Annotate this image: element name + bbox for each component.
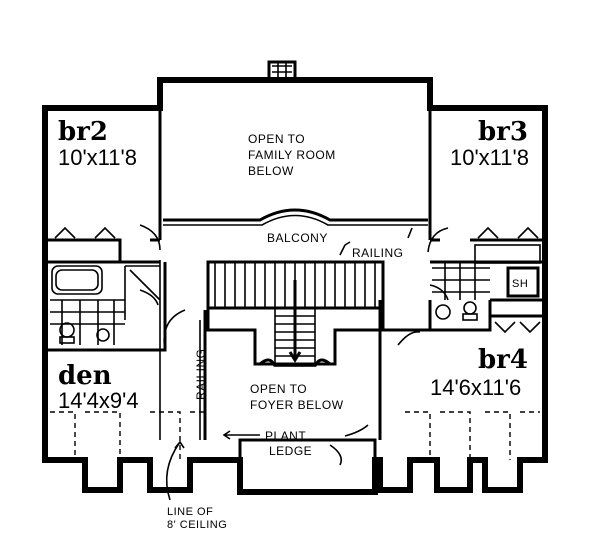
ceiling-label-1: LINE OF xyxy=(167,506,213,518)
railing-left-label: RAILING xyxy=(194,348,208,400)
foyer-opening xyxy=(199,300,382,462)
balcony-label: BALCONY xyxy=(267,231,328,245)
ceiling-label-2: 8' CEILING xyxy=(167,519,227,531)
den-walls xyxy=(48,309,186,352)
foyer-label-1: OPEN TO xyxy=(250,382,307,396)
br3-title: br3 xyxy=(478,117,528,147)
bay-windows xyxy=(50,411,540,460)
open-to-family-room xyxy=(163,208,428,226)
plant-ledge-label-2: LEDGE xyxy=(269,444,312,458)
foyer-label-2: FOYER BELOW xyxy=(250,398,344,412)
br4-title: br4 xyxy=(478,345,528,375)
family-room-label-1: OPEN TO xyxy=(248,132,305,146)
annotation-arrows xyxy=(165,227,413,501)
exterior-walls xyxy=(42,77,548,495)
br4-size: 14'6x11'6 xyxy=(430,375,521,400)
plant-ledge-label-1: PLANT xyxy=(265,429,306,443)
stair-hall xyxy=(206,241,385,367)
railing-right-label: RAILING xyxy=(352,246,404,260)
br2-title: br2 xyxy=(58,117,108,147)
den-size: 14'4x9'4 xyxy=(58,388,139,413)
family-room-label-2: FAMILY ROOM xyxy=(248,148,336,162)
shower-label: SH xyxy=(512,278,528,290)
family-room-label-3: BELOW xyxy=(248,164,294,178)
br3-size: 10'x11'8 xyxy=(450,145,529,170)
br3-walls xyxy=(427,108,545,264)
den-title: den xyxy=(58,361,112,391)
br2-walls xyxy=(48,108,162,262)
br2-size: 10'x11'8 xyxy=(58,145,137,170)
right-bathroom xyxy=(429,260,545,334)
left-bathroom xyxy=(48,260,167,352)
